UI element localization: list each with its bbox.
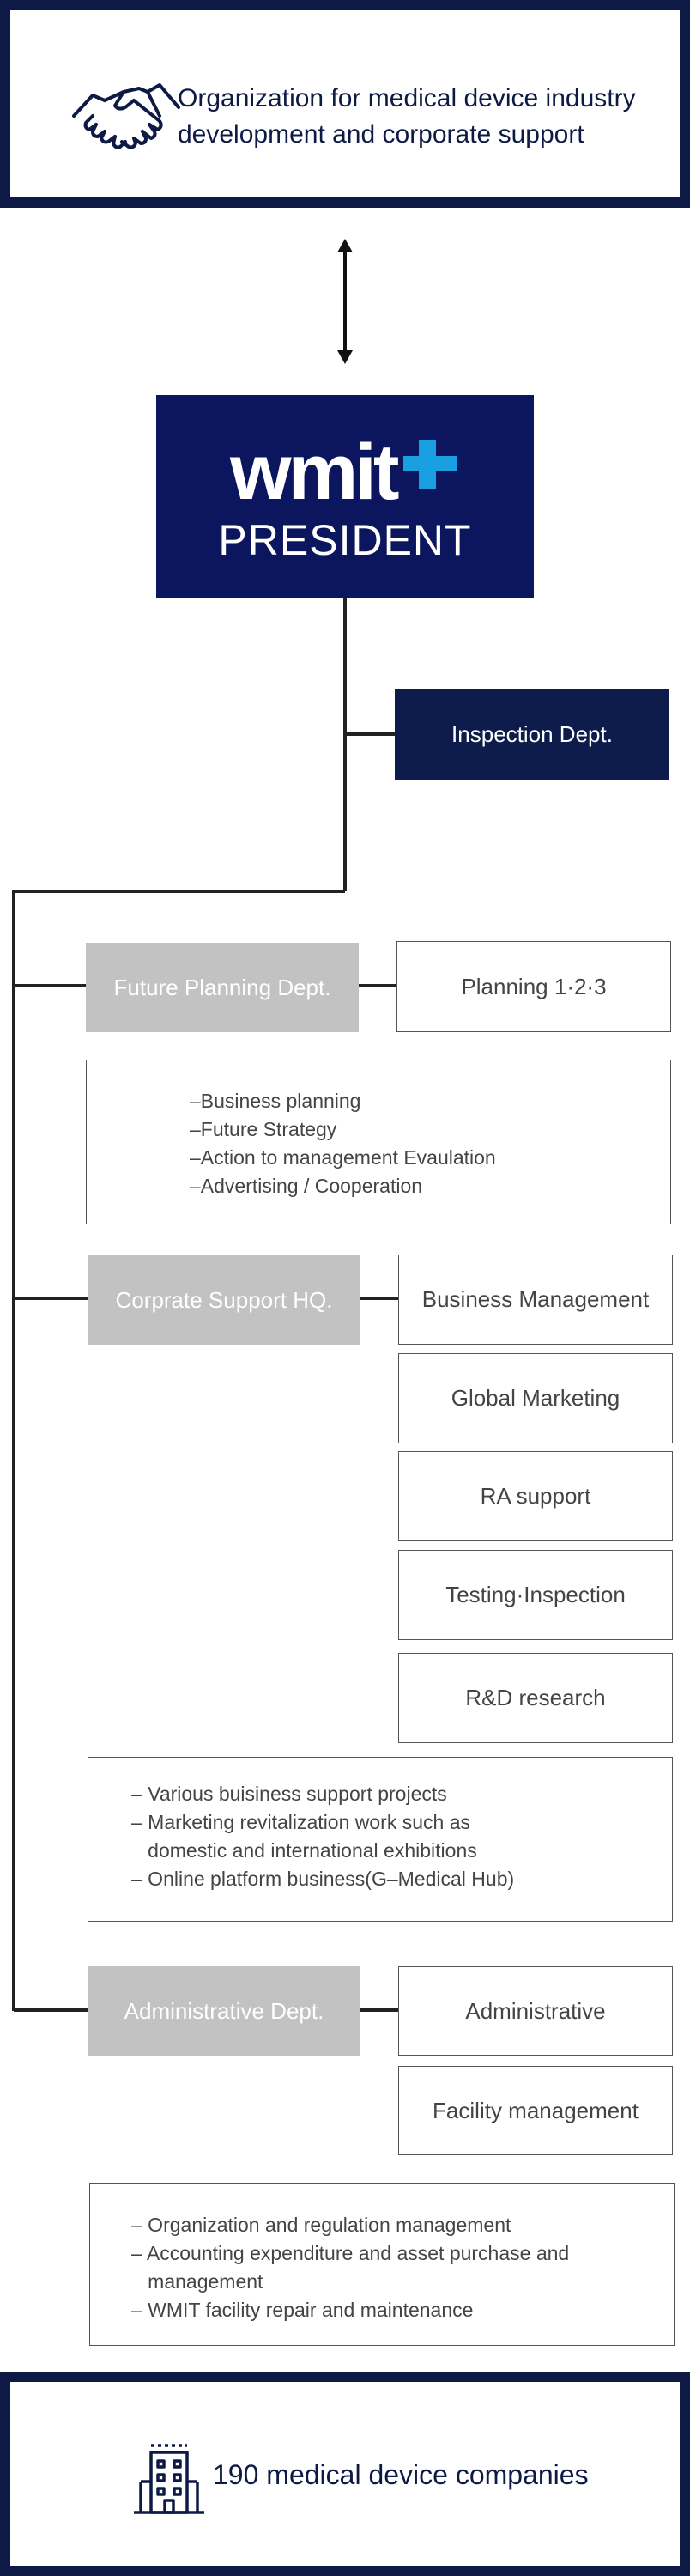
corporate-task-3: domestic and international exhibitions — [131, 1839, 477, 1862]
inspection-dept-box: Inspection Dept. — [395, 689, 669, 780]
industry-support-box: Organization for medical device industry… — [0, 0, 690, 208]
companies-count-text: 190 medical device companies — [213, 2459, 589, 2490]
admin-task-3: management — [131, 2270, 263, 2293]
future-planning-dept-box: Future Planning Dept. — [86, 943, 359, 1032]
admin-task-1: – Organization and regulation management — [131, 2214, 511, 2236]
global-marketing-box: Global Marketing — [398, 1353, 673, 1443]
corporate-task-2: – Marketing revitalization work such as — [131, 1811, 470, 1833]
double-arrow-icon — [337, 239, 353, 364]
future-task-2: –Future Strategy — [190, 1118, 337, 1140]
facility-management-box: Facility management — [398, 2066, 673, 2155]
planning-unit-box: Planning 1·2·3 — [396, 941, 671, 1032]
testing-inspection-box: Testing·Inspection — [398, 1550, 673, 1640]
ra-support-box: RA support — [398, 1451, 673, 1541]
future-planning-tasks: –Business planning –Future Strategy –Act… — [86, 1060, 671, 1224]
corporate-support-tasks: – Various buisiness support projects – M… — [88, 1757, 673, 1922]
wmit-logo: wmit — [229, 434, 457, 516]
industry-support-line-2: development and corporate support — [178, 120, 584, 149]
future-task-3: –Action to management Evaulation — [190, 1146, 496, 1169]
administrative-unit-box: Administrative — [398, 1966, 673, 2056]
future-task-4: –Advertising / Cooperation — [190, 1175, 423, 1197]
companies-box: 190 medical device companies — [0, 2372, 690, 2576]
rnd-research-box: R&D research — [398, 1653, 673, 1743]
wmit-logo-text: wmit — [229, 434, 399, 516]
industry-support-text: Organization for medical device industry… — [178, 81, 690, 153]
industry-support-line-1: Organization for medical device industry — [178, 84, 636, 112]
admin-task-2: – Accounting expenditure and asset purch… — [131, 2242, 570, 2264]
administrative-dept-box: Administrative Dept. — [88, 1966, 360, 2056]
building-icon — [134, 2444, 204, 2514]
corporate-support-hq-box: Corprate Support HQ. — [88, 1255, 360, 1345]
future-task-1: –Business planning — [190, 1090, 361, 1112]
business-management-box: Business Management — [398, 1255, 673, 1345]
admin-task-4: – WMIT facility repair and maintenance — [131, 2299, 474, 2321]
president-label: PRESIDENT — [218, 516, 472, 564]
corporate-task-4: – Online platform business(G–Medical Hub… — [131, 1868, 515, 1890]
president-box: wmit PRESIDENT — [156, 395, 534, 598]
handshake-icon — [72, 83, 180, 149]
corporate-task-1: – Various buisiness support projects — [131, 1783, 447, 1805]
administrative-tasks: – Organization and regulation management… — [89, 2183, 675, 2346]
